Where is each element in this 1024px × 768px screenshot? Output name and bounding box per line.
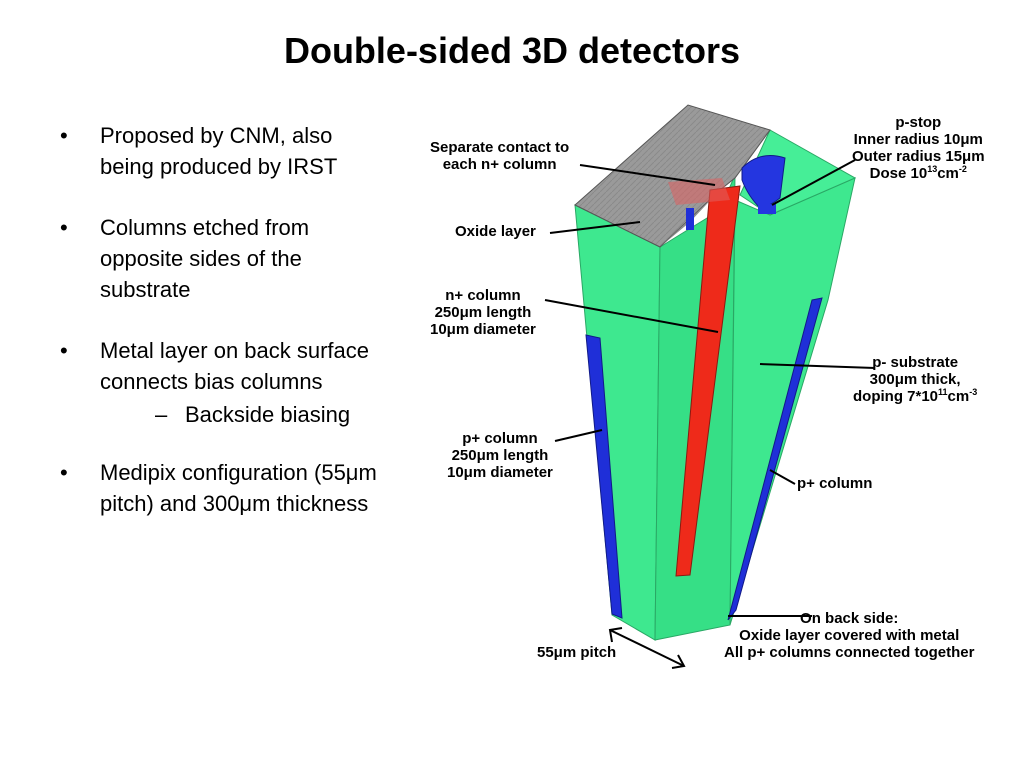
p-column-left xyxy=(585,334,623,619)
bullet-text: Proposed by CNM, also being produced by … xyxy=(100,123,338,179)
bullet-list: • Proposed by CNM, also being produced b… xyxy=(60,120,390,549)
pitch-arrow xyxy=(609,629,685,667)
bullet-dot: • xyxy=(60,338,68,363)
bullet-text: Medipix configuration (55μm pitch) and 3… xyxy=(100,460,377,516)
oxide-layer-label: Oxide layer xyxy=(455,223,536,240)
p-column-right xyxy=(727,297,823,621)
bullet-dot: • xyxy=(60,460,68,485)
bullet-text: Metal layer on back surface connects bia… xyxy=(100,338,370,394)
p-column-top xyxy=(686,208,694,230)
n-column xyxy=(675,185,741,577)
back-side-label: On back side: Oxide layer covered with m… xyxy=(724,610,975,661)
p-stop-base xyxy=(758,204,776,214)
bullet-dot: • xyxy=(60,215,68,240)
sub-bullet-dash: – xyxy=(155,402,168,427)
bullet-text: Columns etched from opposite sides of th… xyxy=(100,215,310,302)
bullet-dot: • xyxy=(60,123,68,148)
bullet-item: • Medipix configuration (55μm pitch) and… xyxy=(60,457,390,519)
separate-contact-label: Separate contact to each n+ column xyxy=(430,139,570,173)
p-stop-label: p-stop Inner radius 10μm Outer radius 15… xyxy=(852,114,985,182)
sub-bullet-text: Backside biasing xyxy=(185,402,351,427)
n-column-label: n+ column 250μm length 10μm diameter xyxy=(430,287,536,338)
pitch-label: 55μm pitch xyxy=(537,644,617,661)
page-title: Double-sided 3D detectors xyxy=(283,30,741,71)
bullet-item: • Columns etched from opposite sides of … xyxy=(60,212,390,305)
bullet-item: • Metal layer on back surface connects b… xyxy=(60,335,390,430)
p-substrate-label: p- substrate 300μm thick, doping 7*1011c… xyxy=(853,354,978,405)
p-column-right-label: p+ column xyxy=(797,475,873,492)
sub-bullet-item: – Backside biasing xyxy=(100,399,390,430)
bullet-item: • Proposed by CNM, also being produced b… xyxy=(60,120,390,182)
p-column-left-label: p+ column 250μm length 10μm diameter xyxy=(447,430,553,481)
